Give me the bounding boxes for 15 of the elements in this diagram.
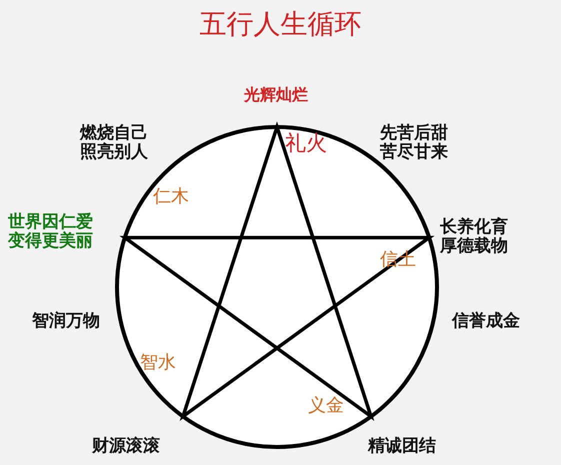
motto-text: 燃烧自己照亮别人 <box>80 124 149 162</box>
element-label: 仁木 <box>153 187 189 207</box>
element-label: 义金 <box>308 396 344 416</box>
element-label: 信土 <box>380 250 416 270</box>
diagram-title: 五行人生循环 <box>198 8 362 42</box>
element-label: 智水 <box>140 353 176 373</box>
motto-text: 长养化育厚德载物 <box>440 218 509 256</box>
motto-text: 世界因仁爱变得更美丽 <box>8 213 94 250</box>
motto-text: 智润万物 <box>32 312 100 331</box>
motto-text: 财源滚滚 <box>92 437 160 456</box>
element-label: 礼火 <box>285 132 327 156</box>
motto-text: 精诚团结 <box>368 437 436 456</box>
motto-text: 光辉灿烂 <box>244 86 308 104</box>
motto-text: 先苦后甜苦尽甘来 <box>380 124 449 162</box>
motto-text: 信誉成金 <box>452 312 520 331</box>
